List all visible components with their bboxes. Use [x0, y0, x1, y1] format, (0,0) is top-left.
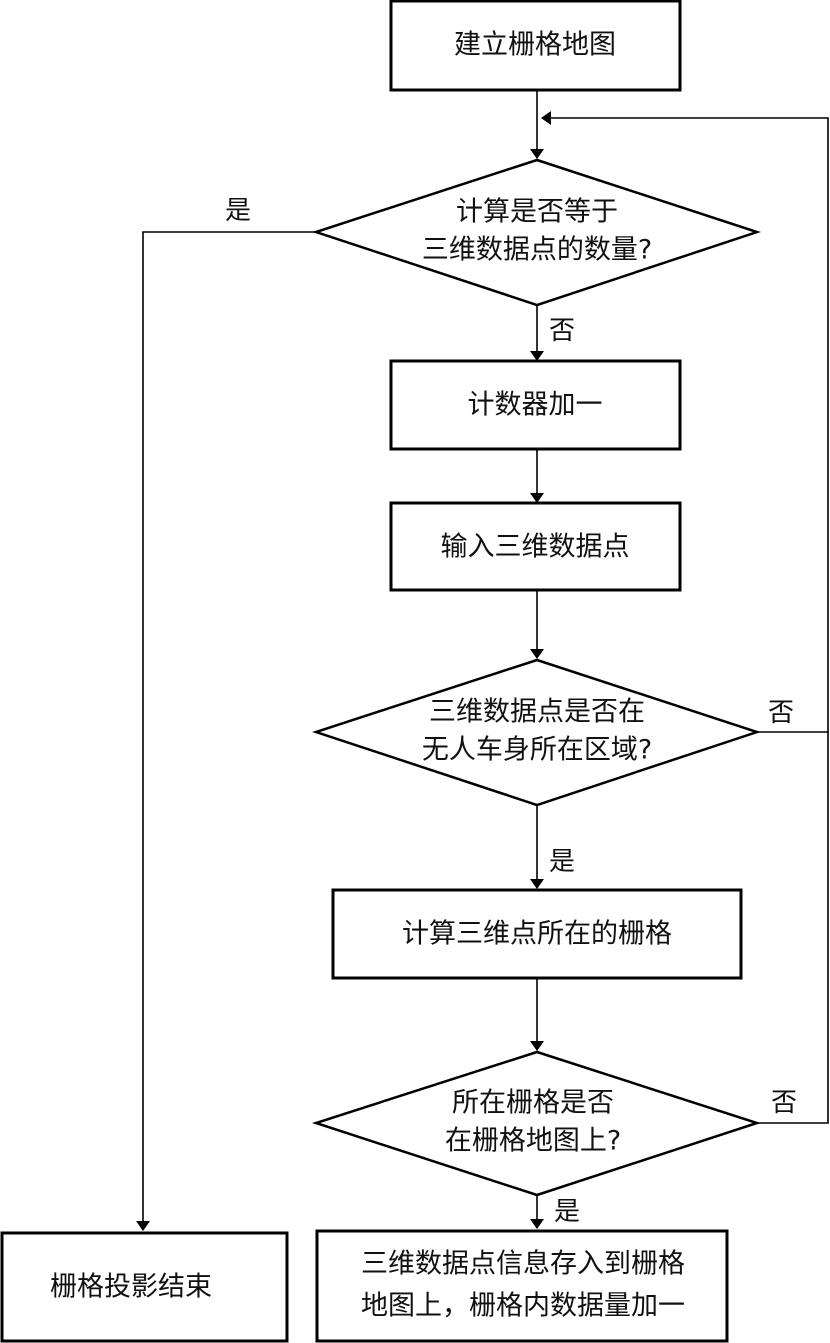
- node-check-count-line2: 三维数据点的数量?: [422, 235, 652, 266]
- node-check-region-line2: 无人车身所在区域?: [422, 735, 652, 766]
- node-check-region-line1: 三维数据点是否在: [429, 697, 645, 728]
- node-counter-inc: 计数器加一: [389, 359, 682, 451]
- edge-label-region-yes: 是: [549, 847, 575, 877]
- node-check-on-map-line2: 在栅格地图上?: [445, 1126, 621, 1157]
- node-check-count: 计算是否等于 三维数据点的数量?: [311, 158, 761, 307]
- node-check-on-map: 所在栅格是否 在栅格地图上?: [311, 1050, 762, 1197]
- node-store-info-line1: 三维数据点信息存入到栅格: [361, 1249, 685, 1280]
- node-store-info-line2: 地图上，栅格内数据量加一: [361, 1291, 685, 1322]
- node-compute-cell: 计算三维点所在的栅格: [331, 888, 743, 980]
- edge-region-no-loop: [541, 111, 829, 733]
- edge-yes-to-end: [136, 231, 316, 1231]
- node-input-point: 输入三维数据点: [389, 501, 682, 592]
- edge-label-count-yes: 是: [225, 196, 251, 226]
- node-check-count-line1: 计算是否等于: [456, 197, 618, 228]
- node-build-map-label: 建立栅格地图: [454, 30, 616, 61]
- node-input-point-label: 输入三维数据点: [441, 532, 630, 563]
- node-end: 栅格投影结束: [0, 1231, 289, 1343]
- edge-label-map-no: 否: [771, 1088, 797, 1118]
- node-build-map: 建立栅格地图: [389, 0, 682, 92]
- edge-label-region-no: 否: [768, 698, 794, 728]
- edge-label-count-no: 否: [549, 316, 575, 346]
- node-store-info: 三维数据点信息存入到栅格 地图上，栅格内数据量加一: [315, 1229, 729, 1343]
- connectors: [136, 90, 829, 1231]
- node-check-region: 三维数据点是否在 无人车身所在区域?: [311, 658, 761, 807]
- edge-label-map-yes: 是: [554, 1197, 580, 1227]
- node-check-on-map-line1: 所在栅格是否: [452, 1088, 614, 1119]
- node-counter-inc-label: 计数器加一: [468, 390, 603, 421]
- edge-map-no-loop: [757, 732, 829, 1124]
- node-compute-cell-label: 计算三维点所在的栅格: [402, 919, 672, 950]
- node-end-label: 栅格投影结束: [50, 1272, 212, 1303]
